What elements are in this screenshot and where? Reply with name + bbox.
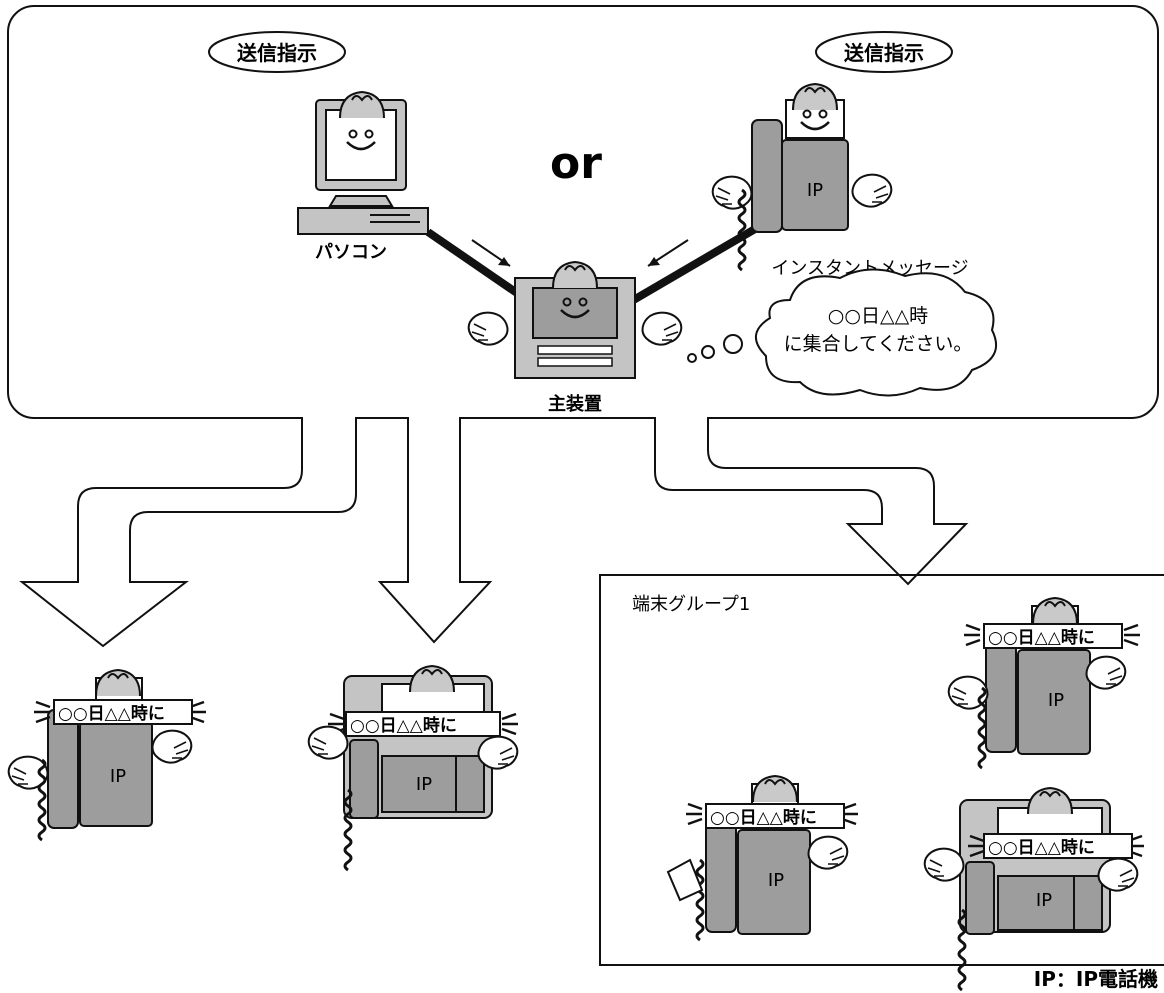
arrow-to-group — [654, 418, 969, 586]
or-text: or — [550, 138, 602, 189]
ip-link-line — [627, 225, 758, 306]
ip-phone-top-label: IP — [807, 180, 823, 201]
phone-middle-screen: ○○日△△時に — [350, 715, 457, 736]
pc-arrow — [471, 239, 511, 267]
main-unit-device — [467, 261, 683, 379]
phone-group-right-ip: IP — [1036, 890, 1052, 911]
ip-phone-group-left: ○○日△△時に IP — [666, 775, 860, 942]
arrow-to-middle-phone — [377, 418, 493, 644]
send-instruction-right: 送信指示 — [815, 31, 953, 73]
bubble-line-1: ○○日△△時 — [828, 305, 928, 327]
send-instruction-right-text: 送信指示 — [844, 41, 924, 65]
phone-group-left-ip: IP — [768, 870, 784, 891]
main-unit-label: 主装置 — [548, 393, 602, 415]
phone-group-left-screen: ○○日△△時に — [710, 807, 817, 828]
arrow-to-left-phone — [19, 418, 357, 648]
pc-device — [297, 91, 429, 235]
phone-left-ip: IP — [110, 766, 126, 787]
ip-arrow — [647, 239, 689, 267]
phone-middle-ip: IP — [416, 774, 432, 795]
phone-group-top-screen: ○○日△△時に — [988, 627, 1095, 648]
ip-phone-group-right: ○○日△△時に IP — [923, 787, 1146, 992]
terminal-group-label: 端末グループ1 — [632, 594, 750, 615]
terminal-group-box — [599, 574, 1164, 966]
ip-phone-group-top: ○○日△△時に IP — [947, 597, 1142, 770]
ip-phone-left: ○○日△△時に IP — [7, 669, 208, 842]
send-instruction-left-text: 送信指示 — [237, 41, 317, 65]
send-instruction-left: 送信指示 — [208, 31, 346, 73]
phone-group-top-ip: IP — [1048, 690, 1064, 711]
phone-left-screen: ○○日△△時に — [58, 703, 165, 724]
pc-link-line — [425, 228, 533, 306]
phone-group-right-screen: ○○日△△時に — [988, 837, 1095, 858]
ip-phone-middle: ○○日△△時に IP — [307, 665, 520, 872]
bubble-line-2: に集合してください。 — [784, 333, 973, 355]
thought-bubble — [687, 268, 997, 397]
pc-label: パソコン — [315, 242, 387, 263]
legend-text: IP：IP電話機 — [1034, 967, 1158, 991]
ip-phone-top: IP — [711, 83, 893, 272]
